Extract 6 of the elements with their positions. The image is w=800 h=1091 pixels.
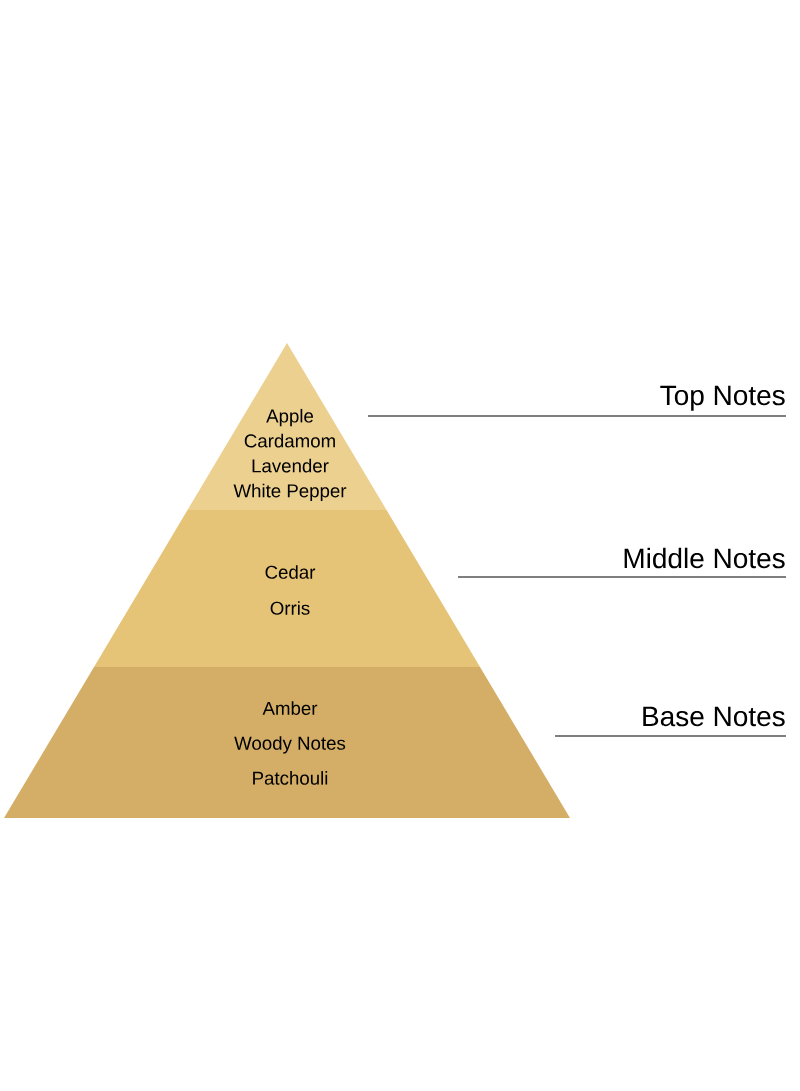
- pyramid-tier: Amber Woody Notes Patchouli: [4, 667, 570, 818]
- tier-heading: Base Notes: [643, 706, 785, 727]
- pyramid-tier: Apple Cardamom Lavender White Pepper: [187, 343, 387, 510]
- pyramid-tier: Cedar Orris: [94, 510, 480, 667]
- tier-heading: Middle Notes: [624, 547, 785, 569]
- tier-heading: Top Notes: [660, 385, 785, 411]
